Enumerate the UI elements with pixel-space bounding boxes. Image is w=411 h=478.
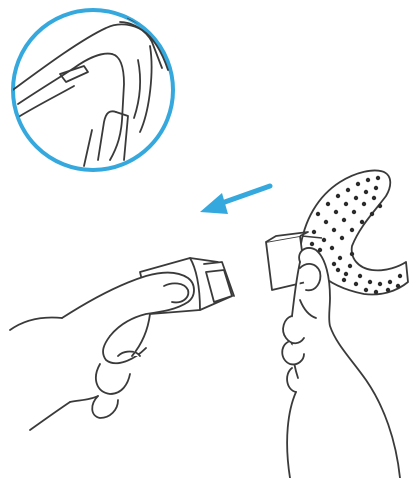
perforation-hole	[326, 202, 330, 206]
perforation-hole	[352, 210, 356, 214]
perforation-hole	[312, 230, 316, 234]
perforation-hole	[316, 212, 320, 216]
perforation-hole	[324, 220, 328, 224]
perforation-hole	[360, 220, 364, 224]
perforation-hole	[346, 188, 350, 192]
perforation-hole	[342, 278, 346, 282]
perforation-hole	[372, 196, 376, 200]
perforation-hole	[336, 194, 340, 198]
perforation-hole	[358, 274, 362, 278]
perforation-hole	[364, 190, 368, 194]
perforation-hole	[332, 262, 336, 266]
perforation-hole	[310, 242, 314, 246]
perforation-hole	[366, 178, 370, 182]
perforation-hole	[378, 204, 382, 208]
perforation-hole	[376, 176, 380, 180]
perforation-hole	[396, 284, 400, 288]
inset-detail	[10, 10, 173, 170]
perforation-hole	[348, 264, 352, 268]
perforation-hole	[388, 280, 392, 284]
perforation-hole	[350, 228, 354, 232]
perforation-hole	[386, 288, 390, 292]
perforation-hole	[364, 288, 368, 292]
perforation-hole	[344, 272, 348, 276]
left-arrow-icon	[200, 186, 270, 214]
perforation-hole	[356, 182, 360, 186]
perforation-hole	[334, 210, 338, 214]
perforation-hole	[354, 196, 358, 200]
perforation-hole	[340, 236, 344, 240]
left-hand-icon	[10, 258, 234, 430]
perforation-hole	[368, 280, 372, 284]
perforation-hole	[378, 282, 382, 286]
perforation-hole	[332, 228, 336, 232]
perforation-hole	[354, 282, 358, 286]
perforation-hole	[362, 202, 366, 206]
perforation-hole	[338, 256, 342, 260]
perforation-hole	[322, 238, 326, 242]
perforation-hole	[330, 246, 334, 250]
perforation-hole	[336, 268, 340, 272]
perforation-hole	[370, 212, 374, 216]
perforation-hole	[398, 274, 402, 278]
perforation-hole	[350, 252, 354, 256]
perforation-hole	[374, 186, 378, 190]
perforation-hole	[374, 290, 378, 294]
perforation-hole	[344, 202, 348, 206]
perforation-hole	[342, 218, 346, 222]
